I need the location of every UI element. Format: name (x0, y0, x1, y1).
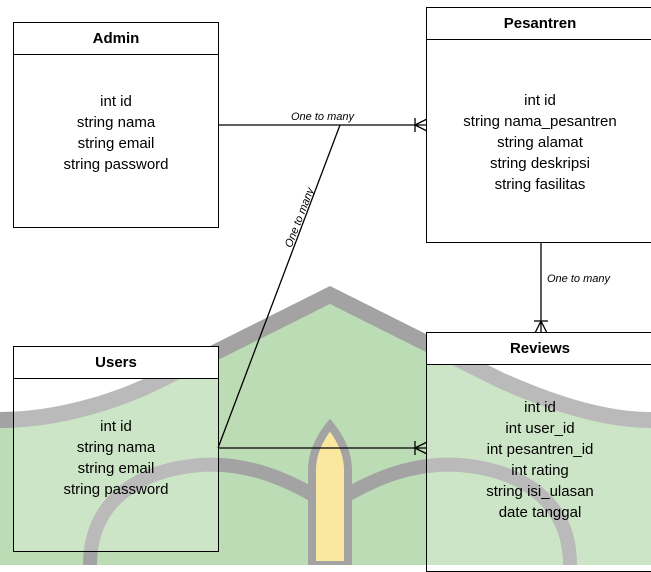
attribute: string password (63, 156, 169, 173)
edge-users-pesantren (217, 124, 341, 449)
entity-admin: Admin int id string nama string email st… (13, 22, 219, 228)
attribute: int user_id (505, 420, 575, 437)
attribute: int id (524, 399, 556, 416)
entity-attributes: int id string nama string email string p… (14, 91, 218, 175)
attribute: string nama_pesantren (463, 113, 617, 130)
crowfoot-pesantren-left (414, 118, 428, 132)
entity-attributes: int id string nama string email string p… (14, 416, 218, 500)
attribute: string isi_ulasan (486, 483, 594, 500)
entity-title: Reviews (427, 333, 651, 365)
attribute: int id (100, 418, 132, 435)
attribute: string nama (76, 439, 156, 456)
crowfoot-reviews-top (534, 320, 548, 334)
attribute: string nama (76, 114, 156, 131)
attribute: date tanggal (498, 504, 582, 521)
entity-title: Admin (14, 23, 218, 55)
entity-reviews: Reviews int id int user_id int pesantren… (426, 332, 651, 572)
attribute: int pesantren_id (486, 441, 594, 458)
attribute: string email (77, 460, 155, 477)
attribute: string deskripsi (489, 155, 591, 172)
watermark-arch-outline (0, 286, 651, 428)
entity-title: Users (14, 347, 218, 379)
watermark-minaret (308, 418, 352, 565)
entity-title: Pesantren (427, 8, 651, 40)
relationship-label-pesantren-reviews: One to many (547, 273, 610, 285)
attribute: string email (77, 135, 155, 152)
attribute: string password (63, 481, 169, 498)
entity-users: Users int id string nama string email st… (13, 346, 219, 552)
entity-attributes: int id string nama_pesantren string alam… (427, 90, 651, 195)
entity-pesantren: Pesantren int id string nama_pesantren s… (426, 7, 651, 243)
relationship-label-admin-pesantren: One to many (291, 111, 354, 123)
attribute: int id (100, 93, 132, 110)
entity-attributes: int id int user_id int pesantren_id int … (427, 397, 651, 523)
attribute: int rating (511, 462, 569, 479)
crowfoot-reviews-left (414, 441, 428, 455)
attribute: string fasilitas (494, 176, 586, 193)
attribute: string alamat (497, 134, 583, 151)
attribute: int id (524, 92, 556, 109)
